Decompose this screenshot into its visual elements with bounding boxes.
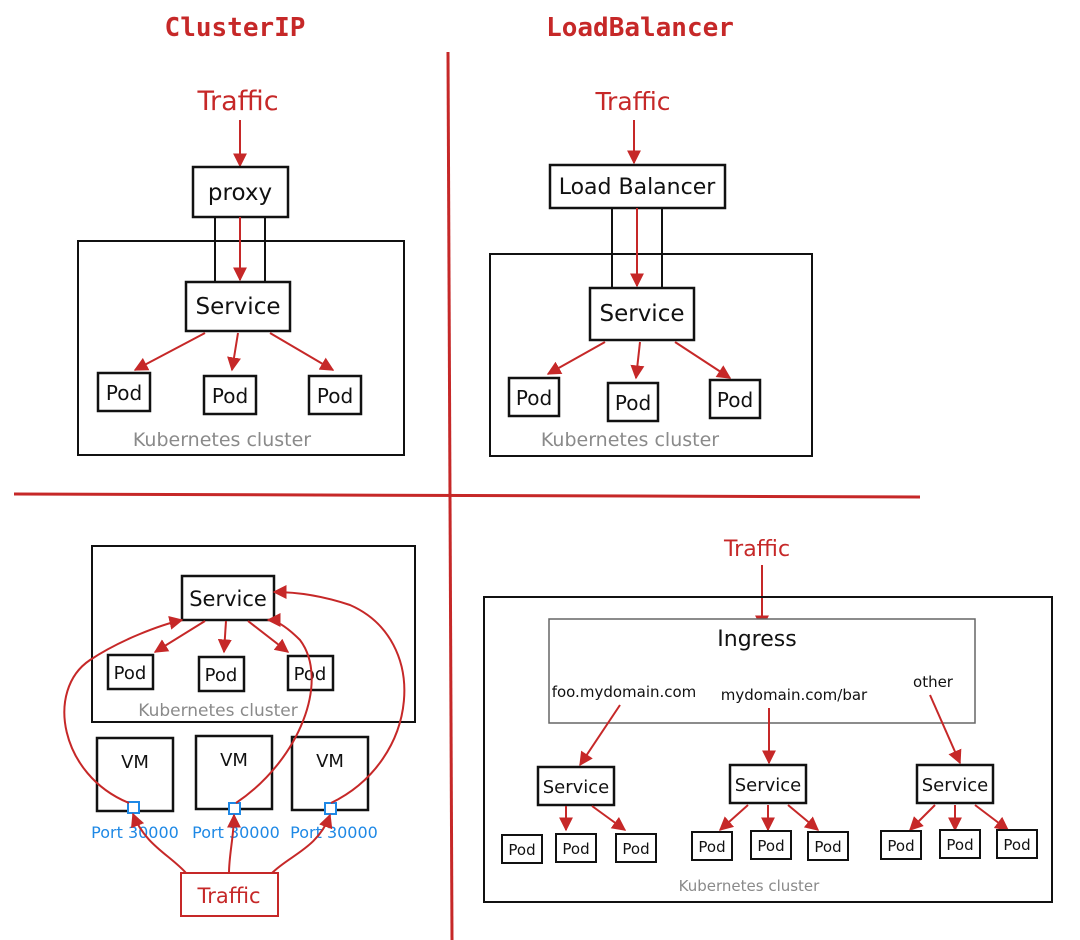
vm-box — [95, 736, 175, 813]
clusterip-diagram: Traffic proxy Service Pod Pod Pod Kubern… — [77, 86, 405, 456]
pod-box — [307, 374, 363, 416]
pod-label: Pod — [516, 386, 552, 410]
service-box — [728, 763, 808, 805]
kubernetes-cluster-box — [483, 596, 1053, 903]
pod-box — [106, 653, 155, 691]
kubernetes-cluster-box — [489, 253, 813, 457]
load-balancer-label: Load Balancer — [559, 175, 717, 200]
pod-box — [606, 381, 660, 423]
heading-loadbalancer: LoadBalancer — [546, 13, 734, 43]
loadbalancer-diagram: Traffic Load Balancer Service Pod Pod Po… — [489, 87, 813, 457]
pod-box — [96, 371, 152, 413]
vm-box — [194, 734, 274, 811]
port-label: Port 30000 — [290, 823, 378, 842]
pod-label: Pod — [317, 384, 353, 408]
traffic-label: Traffic — [196, 86, 278, 117]
pod-label: Pod — [205, 665, 238, 686]
proxy-label: proxy — [208, 180, 272, 206]
pod-label: Pod — [114, 663, 147, 684]
pod-label: Pod — [106, 381, 142, 405]
port-label: Port 30000 — [192, 823, 280, 842]
pod-box — [807, 831, 849, 861]
kubernetes-cluster-box — [91, 545, 416, 723]
pod-label: Pod — [887, 837, 914, 855]
service-box — [184, 280, 292, 333]
service-label: Service — [922, 775, 989, 796]
service-label: Service — [599, 301, 684, 327]
heading-clusterip: ClusterIP — [165, 13, 306, 43]
horizontal-divider — [13, 492, 921, 499]
vm-label: VM — [121, 752, 149, 773]
service-label: Service — [735, 775, 802, 796]
pod-box — [615, 833, 657, 863]
traffic-label: Traffic — [723, 537, 790, 562]
pod-label: Pod — [1003, 836, 1030, 854]
service-box — [180, 574, 276, 622]
pod-label: Pod — [508, 841, 535, 859]
pod-box — [501, 834, 543, 864]
pod-label: Pod — [622, 840, 649, 858]
traffic-label: Traffic — [594, 87, 670, 116]
traffic-box — [180, 872, 279, 917]
vm-box — [290, 735, 370, 812]
pod-label: Pod — [757, 837, 784, 855]
service-label: Service — [195, 294, 280, 320]
cluster-label: Kubernetes cluster — [133, 429, 311, 451]
cluster-label: Kubernetes cluster — [541, 429, 719, 451]
ingress-label: Ingress — [717, 627, 796, 652]
route-label: foo.mydomain.com — [552, 683, 697, 701]
pod-label: Pod — [562, 840, 589, 858]
service-box — [588, 286, 696, 342]
pod-box — [996, 829, 1038, 859]
pod-box — [197, 655, 246, 693]
pod-label: Pod — [698, 838, 725, 856]
ingress-diagram: Traffic Ingress foo.mydomain.com mydomai… — [483, 537, 1053, 903]
pod-box — [939, 829, 981, 859]
port-label: Port 30000 — [91, 823, 179, 842]
pod-box — [555, 833, 597, 863]
port-square — [228, 802, 241, 815]
route-label: mydomain.com/bar — [721, 686, 868, 704]
cluster-label: Kubernetes cluster — [679, 877, 821, 895]
pod-box — [708, 378, 762, 420]
pod-label: Pod — [294, 664, 327, 685]
pod-label: Pod — [946, 836, 973, 854]
service-label: Service — [543, 777, 610, 798]
pod-box — [507, 376, 561, 418]
vm-label: VM — [316, 751, 344, 772]
pod-box — [202, 374, 258, 416]
pod-box — [750, 830, 792, 860]
route-label: other — [913, 673, 954, 691]
nodeport-diagram: Service Pod Pod Pod Kubernetes cluster V… — [63, 545, 416, 917]
pod-box — [880, 830, 922, 860]
proxy-box — [191, 165, 290, 219]
load-balancer-box — [548, 163, 727, 210]
traffic-label: Traffic — [196, 884, 260, 908]
service-box — [536, 765, 616, 807]
port-square — [324, 802, 337, 815]
pod-label: Pod — [814, 838, 841, 856]
vm-label: VM — [220, 750, 248, 771]
cluster-label: Kubernetes cluster — [138, 701, 297, 721]
service-box — [915, 763, 995, 805]
service-label: Service — [189, 587, 267, 611]
pod-label: Pod — [212, 384, 248, 408]
quadrant-dividers — [13, 51, 921, 940]
port-square — [127, 801, 140, 814]
pod-box — [691, 831, 733, 861]
pod-label: Pod — [615, 391, 651, 415]
pod-label: Pod — [717, 388, 753, 412]
